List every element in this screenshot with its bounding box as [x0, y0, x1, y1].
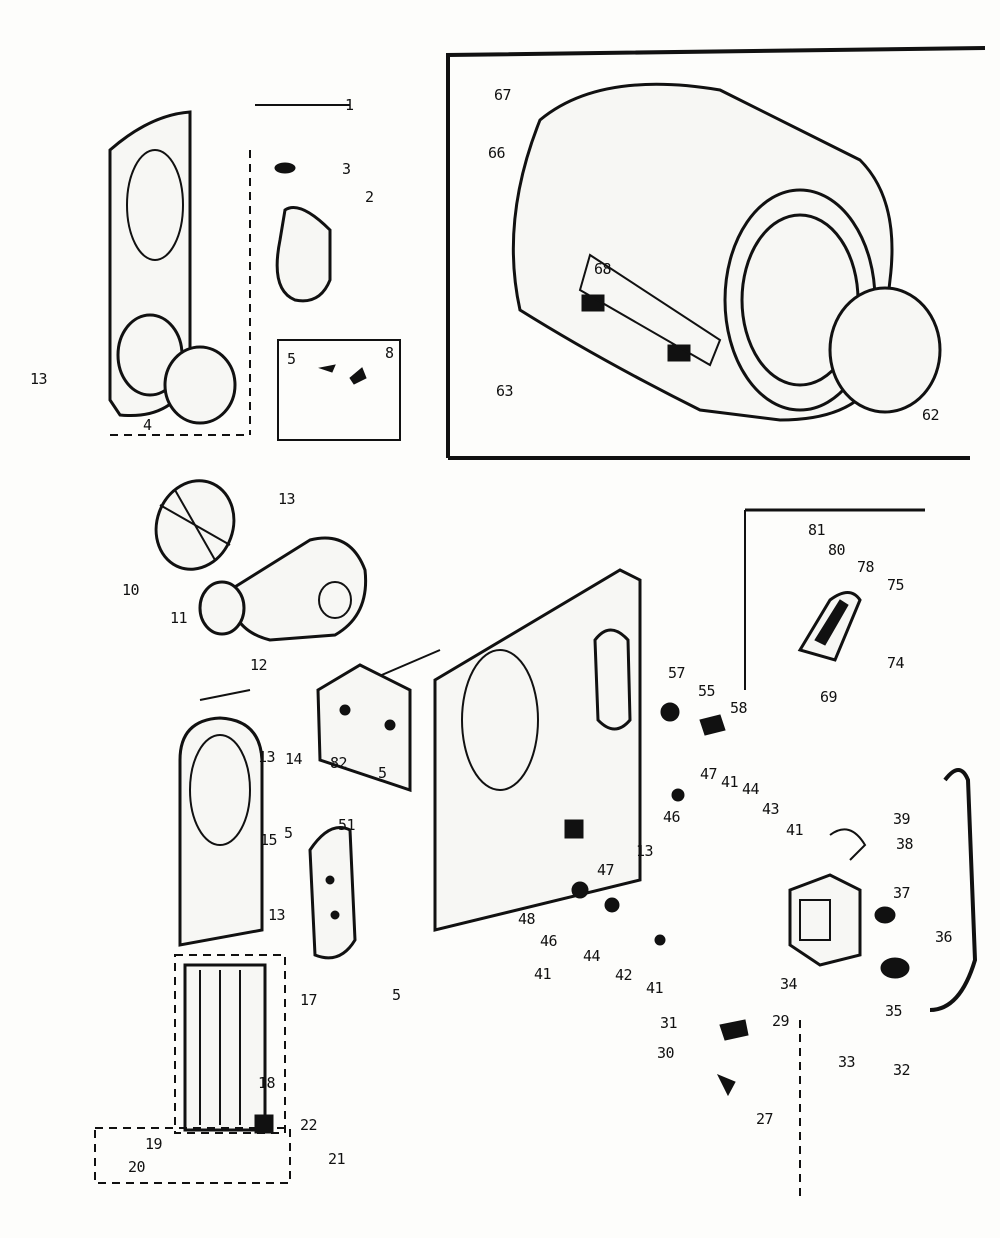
part-label: 5: [392, 986, 401, 1004]
part-label: 34: [780, 975, 798, 993]
part-label: 33: [838, 1053, 856, 1071]
part-label: 15: [260, 831, 278, 849]
drum: [511, 82, 942, 422]
part-label: 74: [887, 654, 905, 672]
part-label: 46: [540, 932, 558, 950]
part-label: 44: [583, 947, 601, 965]
lint-screen-ring: [163, 345, 237, 425]
part-label: 37: [893, 884, 911, 902]
part-label: 44: [742, 780, 760, 798]
terminal-block: [316, 663, 412, 793]
part-label: 5: [378, 764, 387, 782]
part-label: 62: [922, 406, 940, 424]
part-label: 66: [488, 144, 506, 162]
part-label: 58: [730, 699, 748, 717]
part-label: 32: [893, 1061, 911, 1079]
rear-bulkhead: [369, 568, 642, 932]
part-label: 46: [663, 808, 681, 826]
part-label: 39: [893, 810, 911, 828]
part-label: 36: [935, 928, 953, 946]
part-label: 5: [284, 824, 293, 842]
part-label: 42: [615, 966, 633, 984]
part-label: 81: [808, 521, 826, 539]
part-label: 55: [698, 682, 716, 700]
part-label: 82: [330, 754, 348, 772]
part-label: 13: [636, 842, 654, 860]
hardware-inset-box: [277, 339, 401, 441]
part-label: 47: [700, 765, 718, 783]
part-label: 1: [345, 96, 354, 114]
part-label: 38: [896, 835, 914, 853]
part-label: 41: [786, 821, 804, 839]
part-label: 10: [122, 581, 140, 599]
part-label: 8: [385, 344, 394, 362]
door-seal: [275, 206, 332, 303]
part-label: 67: [494, 86, 512, 104]
part-label: 18: [258, 1074, 276, 1092]
part-label: 11: [170, 609, 188, 627]
drum-inset: [446, 46, 986, 460]
part-label: 20: [128, 1158, 146, 1176]
drive-belt: [929, 768, 978, 1012]
part-label: 4: [143, 416, 152, 434]
part-label: 78: [857, 558, 875, 576]
part-label: 3: [342, 160, 351, 178]
part-label: 27: [756, 1110, 774, 1128]
part-label: 5: [287, 350, 296, 368]
part-label: 14: [285, 750, 303, 768]
part-label: 43: [762, 800, 780, 818]
small-hardware: [571, 702, 867, 1097]
part-label: 47: [597, 861, 615, 879]
part-label: 51: [338, 816, 356, 834]
part-label: 31: [660, 1014, 678, 1032]
small-clip: [274, 162, 296, 174]
seal-plate: [308, 826, 357, 960]
part-label: 13: [258, 748, 276, 766]
part-label: 41: [721, 773, 739, 791]
motor: [788, 873, 862, 967]
blower-wheel: [154, 479, 236, 571]
part-label: 19: [145, 1135, 163, 1153]
heater-assembly: [94, 954, 291, 1184]
timer-inset: [744, 508, 925, 690]
part-label: 17: [300, 991, 318, 1009]
part-label: 29: [772, 1012, 790, 1030]
part-label: 13: [30, 370, 48, 388]
part-label: 2: [365, 188, 374, 206]
part-label: 48: [518, 910, 536, 928]
part-label: 80: [828, 541, 846, 559]
part-label: 41: [646, 979, 664, 997]
part-label: 35: [885, 1002, 903, 1020]
part-label: 57: [668, 664, 686, 682]
part-label: 68: [594, 260, 612, 278]
part-label: 13: [268, 906, 286, 924]
part-label: 63: [496, 382, 514, 400]
part-label: 69: [820, 688, 838, 706]
part-label: 75: [887, 576, 905, 594]
exhaust-duct: [178, 689, 264, 947]
part-label: 22: [300, 1116, 318, 1134]
part-label: 41: [534, 965, 552, 983]
idler-pulley: [874, 906, 910, 979]
part-label: 13: [278, 490, 296, 508]
part-label: 30: [657, 1044, 675, 1062]
part-label: 21: [328, 1150, 346, 1168]
blower-housing: [198, 536, 368, 642]
part-label: 12: [250, 656, 268, 674]
